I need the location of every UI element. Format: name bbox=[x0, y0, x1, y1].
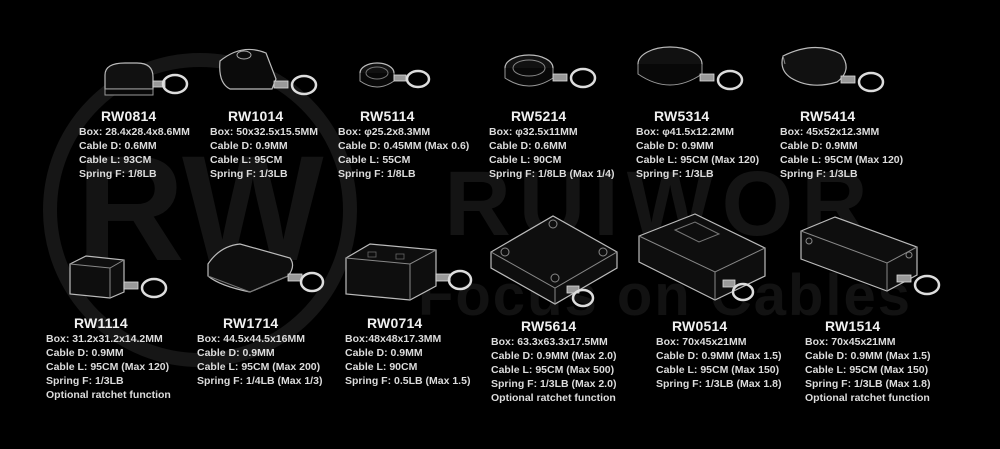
spec-cable-length: Cable L: 90CM bbox=[489, 154, 562, 166]
model-name: RW5414 bbox=[800, 108, 856, 124]
product-card-rw1514: RW1514 Box: 70x45x21MM Cable D: 0.9MM (M… bbox=[805, 318, 975, 405]
spec-spring-force: Spring F: 1/3LB (Max 1.8) bbox=[805, 378, 931, 390]
product-image-rw0814 bbox=[104, 62, 189, 96]
model-name: RW1014 bbox=[228, 108, 284, 124]
spec-cable-diameter: Cable D: 0.9MM bbox=[210, 140, 288, 152]
product-image-rw1714 bbox=[207, 243, 325, 293]
spec-box: Box: φ32.5x11MM bbox=[489, 126, 578, 138]
spec-box: Box: φ41.5x12.2MM bbox=[636, 126, 734, 138]
spec-cable-diameter: Cable D: 0.9MM (Max 1.5) bbox=[805, 350, 931, 362]
product-image-rw5214 bbox=[504, 54, 597, 89]
spec-spring-force: Spring F: 1/3LB bbox=[210, 168, 288, 180]
model-name: RW1514 bbox=[825, 318, 881, 334]
spec-cable-diameter: Cable D: 0.9MM bbox=[636, 140, 714, 152]
product-image-rw5314 bbox=[637, 46, 744, 91]
product-card-rw5114: RW5114 Box: φ25.2x8.3MM Cable D: 0.45MM … bbox=[338, 108, 508, 181]
spec-ratchet-option: Optional ratchet function bbox=[805, 392, 930, 404]
spec-spring-force: Spring F: 1/3LB (Max 2.0) bbox=[491, 378, 617, 390]
spec-spring-force: Spring F: 1/3LB bbox=[46, 375, 124, 387]
spec-box: Box: 45x52x12.3MM bbox=[780, 126, 880, 138]
model-name: RW5114 bbox=[360, 108, 415, 124]
spec-cable-length: Cable L: 55CM bbox=[338, 154, 411, 166]
spec-spring-force: Spring F: 1/8LB bbox=[338, 168, 416, 180]
spec-spring-force: Spring F: 1/3LB bbox=[636, 168, 714, 180]
spec-cable-length: Cable L: 95CM (Max 200) bbox=[197, 361, 321, 373]
spec-box: Box: 31.2x31.2x14.2MM bbox=[46, 333, 163, 345]
product-image-rw1514 bbox=[800, 216, 941, 296]
spec-spring-force: Spring F: 1/3LB bbox=[780, 168, 858, 180]
spec-cable-length: Cable L: 95CM bbox=[210, 154, 283, 166]
product-card-rw0514: RW0514 Box: 70x45x21MM Cable D: 0.9MM (M… bbox=[656, 318, 826, 391]
spec-cable-diameter: Cable D: 0.9MM (Max 2.0) bbox=[491, 350, 617, 362]
spec-box: Box: 44.5x44.5x16MM bbox=[197, 333, 305, 345]
model-name: RW5314 bbox=[654, 108, 710, 124]
model-name: RW1714 bbox=[223, 315, 279, 331]
spec-spring-force: Spring F: 1/3LB (Max 1.8) bbox=[656, 378, 782, 390]
product-image-rw1014 bbox=[219, 48, 318, 96]
product-image-rw1114 bbox=[69, 255, 168, 299]
product-card-rw1714: RW1714 Box: 44.5x44.5x16MM Cable D: 0.9M… bbox=[197, 315, 367, 388]
product-card-rw5414: RW5414 Box: 45x52x12.3MM Cable D: 0.9MM … bbox=[780, 108, 950, 181]
spec-cable-diameter: Cable D: 0.45MM (Max 0.6) bbox=[338, 140, 470, 152]
spec-box: Box:48x48x17.3MM bbox=[345, 333, 442, 345]
model-name: RW5614 bbox=[521, 318, 577, 334]
model-name: RW5214 bbox=[511, 108, 567, 124]
product-image-rw0514 bbox=[638, 213, 766, 302]
product-image-rw5614 bbox=[490, 215, 618, 308]
spec-box: Box: φ25.2x8.3MM bbox=[338, 126, 431, 138]
spec-spring-force: Spring F: 1/8LB bbox=[79, 168, 157, 180]
product-image-rw5414 bbox=[781, 46, 885, 93]
spec-cable-length: Cable L: 93CM bbox=[79, 154, 152, 166]
model-name: RW0514 bbox=[672, 318, 728, 334]
spec-cable-length: Cable L: 95CM (Max 150) bbox=[805, 364, 929, 376]
spec-spring-force: Spring F: 1/8LB (Max 1/4) bbox=[489, 168, 615, 180]
spec-spring-force: Spring F: 1/4LB (Max 1/3) bbox=[197, 375, 323, 387]
spec-spring-force: Spring F: 0.5LB (Max 1.5) bbox=[345, 375, 471, 387]
spec-cable-diameter: Cable D: 0.9MM (Max 1.5) bbox=[656, 350, 782, 362]
spec-box: Box: 50x32.5x15.5MM bbox=[210, 126, 318, 138]
spec-cable-diameter: Cable D: 0.6MM bbox=[79, 140, 157, 152]
product-card-rw1014: RW1014 Box: 50x32.5x15.5MM Cable D: 0.9M… bbox=[210, 108, 380, 181]
spec-cable-diameter: Cable D: 0.9MM bbox=[780, 140, 858, 152]
spec-cable-length: Cable L: 95CM (Max 120) bbox=[46, 361, 170, 373]
spec-cable-length: Cable L: 95CM (Max 120) bbox=[780, 154, 904, 166]
spec-box: Box: 63.3x63.3x17.5MM bbox=[491, 336, 608, 348]
product-card-rw0714: RW0714 Box:48x48x17.3MM Cable D: 0.9MM C… bbox=[345, 315, 515, 388]
spec-cable-length: Cable L: 95CM (Max 500) bbox=[491, 364, 615, 376]
spec-cable-diameter: Cable D: 0.9MM bbox=[197, 347, 275, 359]
product-card-rw5314: RW5314 Box: φ41.5x12.2MM Cable D: 0.9MM … bbox=[636, 108, 806, 181]
spec-ratchet-option: Optional ratchet function bbox=[46, 389, 171, 401]
spec-cable-length: Cable L: 95CM (Max 150) bbox=[656, 364, 780, 376]
model-name: RW0714 bbox=[367, 315, 423, 331]
spec-box: Box: 70x45x21MM bbox=[805, 336, 896, 348]
spec-ratchet-option: Optional ratchet function bbox=[491, 392, 616, 404]
spec-box: Box: 28.4x28.4x8.6MM bbox=[79, 126, 190, 138]
product-image-rw5114 bbox=[359, 62, 431, 89]
spec-cable-diameter: Cable D: 0.6MM bbox=[489, 140, 567, 152]
spec-cable-diameter: Cable D: 0.9MM bbox=[345, 347, 423, 359]
product-card-rw5214: RW5214 Box: φ32.5x11MM Cable D: 0.6MM Ca… bbox=[489, 108, 659, 181]
spec-box: Box: 70x45x21MM bbox=[656, 336, 747, 348]
model-name: RW1114 bbox=[74, 315, 128, 331]
spec-cable-length: Cable L: 90CM bbox=[345, 361, 418, 373]
product-card-rw1114: RW1114 Box: 31.2x31.2x14.2MM Cable D: 0.… bbox=[46, 315, 216, 402]
product-card-rw5614: RW5614 Box: 63.3x63.3x17.5MM Cable D: 0.… bbox=[491, 318, 661, 405]
product-image-rw0714 bbox=[345, 243, 473, 301]
spec-cable-diameter: Cable D: 0.9MM bbox=[46, 347, 124, 359]
product-card-rw0814: RW0814 Box: 28.4x28.4x8.6MM Cable D: 0.6… bbox=[79, 108, 249, 181]
model-name: RW0814 bbox=[101, 108, 157, 124]
spec-cable-length: Cable L: 95CM (Max 120) bbox=[636, 154, 760, 166]
